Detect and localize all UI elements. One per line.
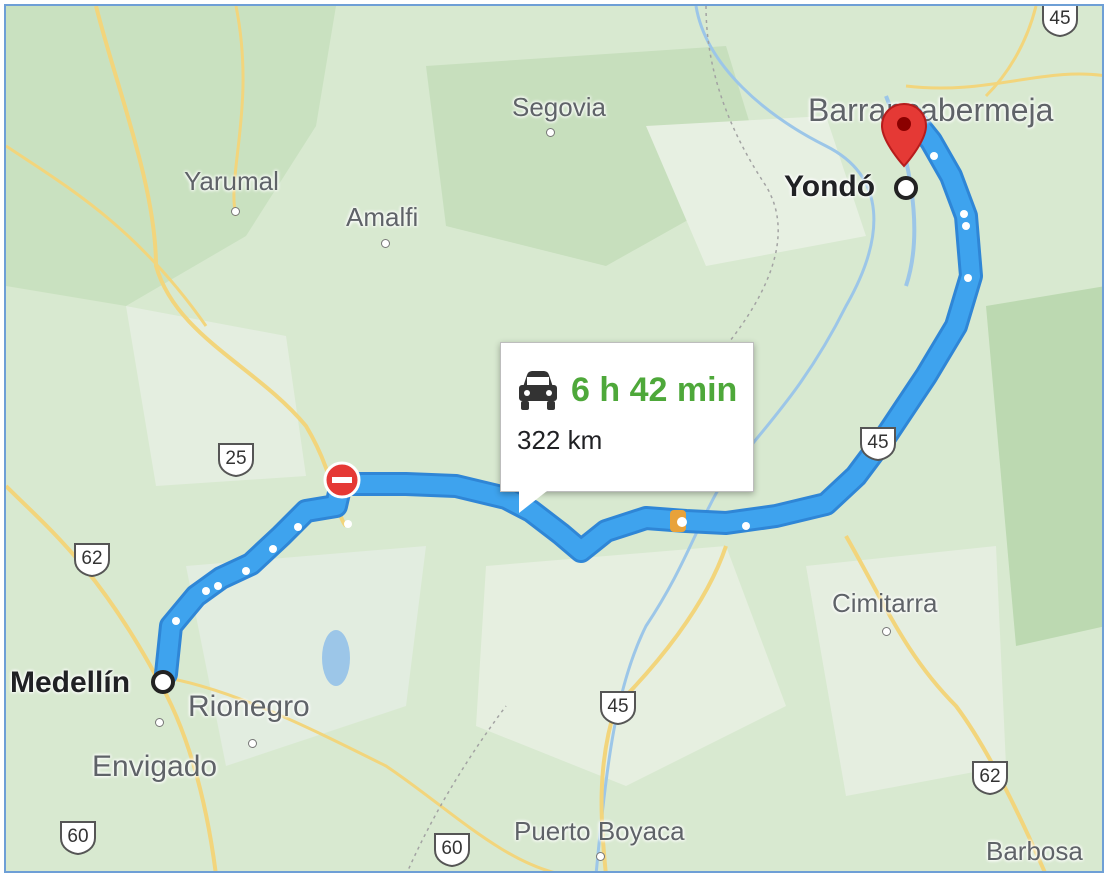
road-shield-60-west: 60 (58, 818, 98, 856)
no-entry-icon[interactable] (323, 461, 361, 499)
road-shield-45-route: 45 (858, 424, 898, 462)
road-shield-45-mid: 45 (598, 688, 638, 726)
town-dot-rionegro (248, 739, 257, 748)
place-segovia: Segovia (512, 92, 606, 122)
route-duration: 6 h 42 min (571, 371, 738, 409)
map-view[interactable]: Segovia Yarumal Amalfi Barrancabermeja R… (4, 4, 1104, 873)
place-amalfi: Amalfi (346, 202, 419, 232)
road-shield-45-top: 45 (1040, 6, 1080, 38)
route-waypoints (172, 152, 972, 625)
map-pin-icon[interactable] (880, 102, 928, 168)
place-barrancabermeja: Barrancabermeja (808, 92, 1054, 128)
traffic-marker (670, 510, 687, 532)
town-dot-yarumal (231, 207, 240, 216)
town-dot-amalfi (381, 239, 390, 248)
destination-label: Yondó (784, 170, 876, 203)
town-dot-cimitarra (882, 627, 891, 636)
place-barbosa: Barbosa (986, 836, 1083, 866)
place-cimitarra: Cimitarra (832, 588, 938, 618)
map-terrain (6, 6, 1102, 871)
road-shield-62-east: 62 (970, 758, 1010, 796)
origin-marker[interactable] (151, 670, 175, 694)
place-puerto-boyaca: Puerto Boyaca (514, 816, 685, 846)
route-distance: 322 km (517, 425, 603, 455)
callout-tail (519, 491, 547, 513)
place-rionegro: Rionegro (188, 690, 310, 723)
place-yarumal: Yarumal (184, 166, 279, 196)
destination-marker[interactable] (894, 176, 918, 200)
route-info-callout[interactable]: 6 h 42 min 322 km (500, 342, 754, 513)
origin-label: Medellín (10, 666, 131, 699)
car-icon (519, 371, 557, 410)
road-shield-60-mid: 60 (432, 830, 472, 868)
place-envigado: Envigado (92, 750, 218, 783)
town-dot-envigado (155, 718, 164, 727)
road-shield-25: 25 (216, 440, 256, 478)
town-dot-puerto-boyaca (596, 852, 605, 861)
town-dot-segovia (546, 128, 555, 137)
road-shield-62-west: 62 (72, 540, 112, 578)
